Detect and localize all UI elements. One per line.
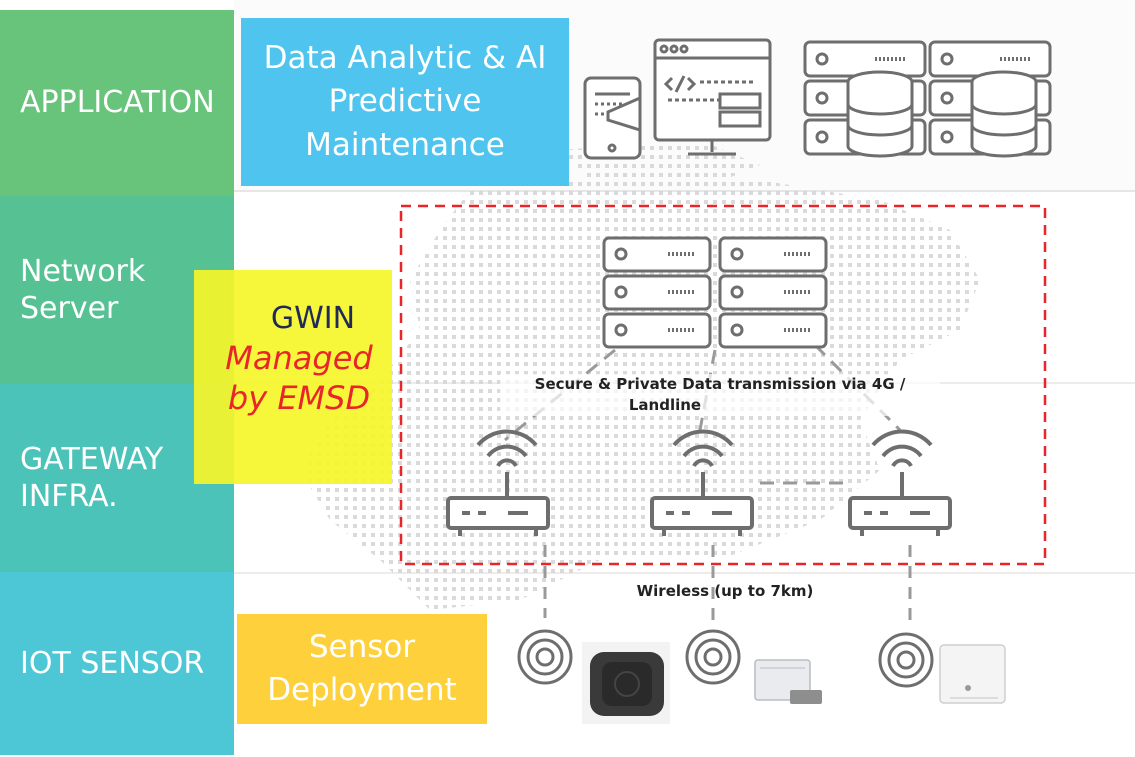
gwin-managed-line1: Managed: [225, 338, 373, 377]
sensor-signal-icons: [517, 629, 934, 688]
sensor-box-line1: Sensor: [308, 628, 416, 665]
application-box-line3: Maintenance: [305, 126, 505, 163]
web-app-icon: [653, 38, 772, 156]
gateway-icons: [446, 429, 952, 536]
gwin-title: GWIN: [270, 301, 356, 336]
wireless-links: [543, 545, 912, 625]
gwin-managed-line2: by EMSD: [227, 378, 371, 417]
layer-iot-sensor: IOT SENSOR: [0, 572, 234, 755]
sensor-box-line2: Deployment: [267, 672, 457, 708]
layer-application: APPLICATION: [0, 10, 234, 196]
layer-gateway-label-1: GATEWAY: [20, 441, 164, 477]
application-box: Data Analytic & AI Predictive Maintenanc…: [241, 18, 569, 186]
transmission-label-line1: Secure & Private Data transmission via 4…: [534, 375, 906, 393]
layer-gateway-label-2: INFRA.: [20, 479, 118, 514]
sensor-device-1: [582, 642, 670, 724]
application-box-line2: Predictive: [328, 83, 482, 120]
database-server-icon: [803, 40, 1052, 158]
gwin-boundary: [399, 204, 1047, 566]
layer-iot-sensor-label: IOT SENSOR: [20, 645, 205, 681]
transmission-label-line2: Landline: [628, 396, 702, 414]
gateway-2: [650, 429, 754, 536]
mobile-phone-icon: [583, 76, 642, 160]
sensor-deployment-box: Sensor Deployment: [237, 614, 487, 724]
layer-network-label-1: Network: [20, 253, 146, 289]
application-box-line1: Data Analytic & AI: [263, 39, 547, 76]
layer-application-label: APPLICATION: [20, 85, 215, 121]
layer-network-label-2: Server: [20, 291, 119, 326]
sensor-device-3: [939, 644, 1006, 704]
transmission-label: Secure & Private Data transmission via 4…: [500, 374, 940, 416]
network-server-icon: [602, 236, 828, 349]
gwin-box: [194, 270, 392, 484]
gwin-text: GWIN Managed by EMSD: [194, 300, 392, 418]
gateway-3: [848, 429, 952, 536]
wireless-label: Wireless (up to 7km): [636, 582, 814, 600]
sensor-device-2: [754, 659, 822, 704]
gateway-1: [446, 429, 550, 536]
